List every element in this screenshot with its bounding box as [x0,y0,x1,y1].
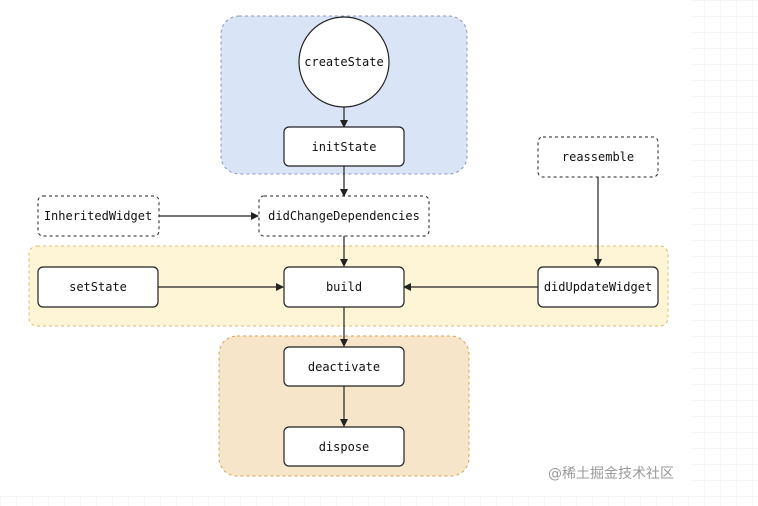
node-deactivate: deactivate [283,346,405,387]
node-dispose: dispose [283,426,405,467]
node-deactivate-label: deactivate [308,360,380,374]
node-inheritedwidget: InheritedWidget [37,195,160,237]
node-build-label: build [326,280,362,294]
node-reassemble: reassemble [537,136,659,178]
node-build: build [283,266,405,308]
watermark-text: @稀土掘金技术社区 [548,466,674,482]
node-didupdatewidget-label: didUpdateWidget [544,280,652,294]
node-reassemble-label: reassemble [562,150,634,164]
node-createstate-label: createState [304,55,383,69]
node-didupdatewidget: didUpdateWidget [537,266,659,308]
node-initstate-label: initState [311,140,376,154]
node-setstate: setState [37,266,159,308]
node-didchangedependencies: didChangeDependencies [258,195,430,237]
node-initstate: initState [283,126,405,167]
node-dispose-label: dispose [319,440,370,454]
node-didchangedependencies-label: didChangeDependencies [268,209,420,223]
node-createstate: createState [298,16,390,108]
node-inheritedwidget-label: InheritedWidget [44,209,152,223]
node-setstate-label: setState [69,280,127,294]
